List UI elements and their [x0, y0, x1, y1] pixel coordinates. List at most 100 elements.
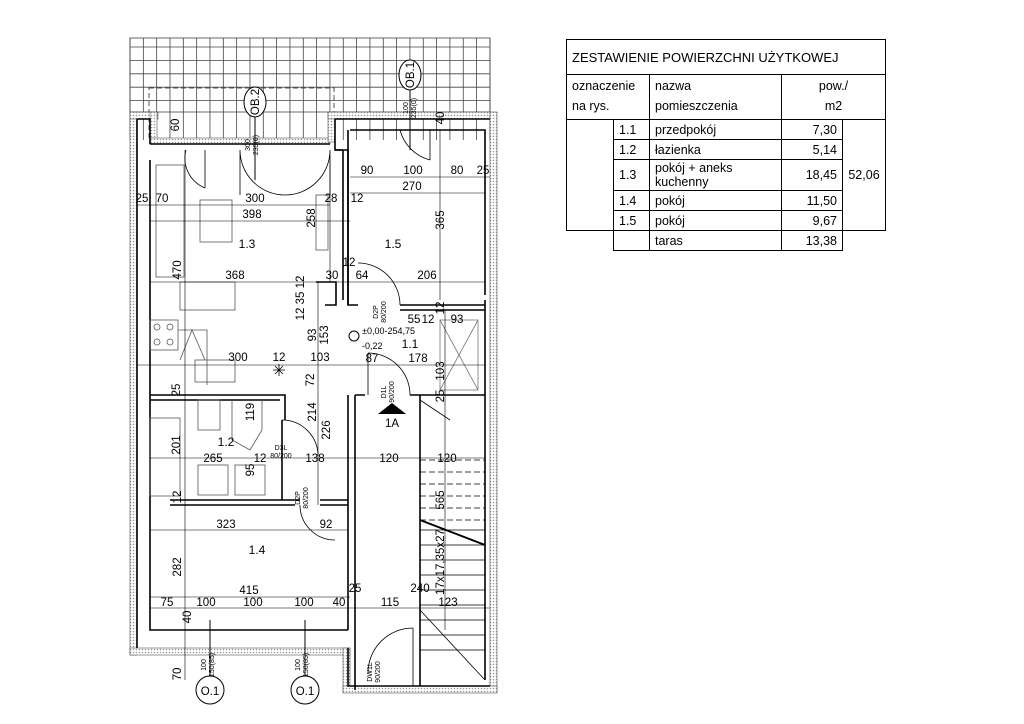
marker-o1-left: O.1	[201, 686, 220, 698]
row-name: pokój	[649, 210, 782, 231]
dim: 323	[216, 519, 235, 531]
dim: 398	[242, 209, 261, 221]
row-name: taras	[649, 230, 782, 251]
dim: 365	[435, 210, 447, 229]
dim: 12	[172, 491, 184, 504]
dim: 92	[320, 519, 333, 531]
door-dw1l-type: DW1L	[367, 662, 374, 682]
dim: 25	[349, 583, 362, 595]
row-name: pokój + aneks kuchenny	[649, 159, 782, 191]
o1-left-width: 100	[201, 659, 208, 671]
ob2-height: 235(0)	[253, 135, 260, 155]
row-id: 1.3	[613, 159, 650, 191]
dim: 12	[435, 302, 447, 315]
fan-icon	[273, 364, 285, 376]
dim: 103	[310, 352, 329, 364]
level-sub: -0,22	[362, 341, 383, 351]
dimension-lines	[137, 130, 490, 680]
row-name: przedpokój	[649, 119, 782, 140]
door-d1l-size: 90/200	[389, 381, 396, 403]
table-row: 1.1 przedpokój 7,30 52,06	[566, 119, 886, 231]
entrance-label: 1A	[385, 418, 399, 430]
area-summary-table: ZESTAWIENIE POWIERZCHNI UŻYTKOWEJ oznacz…	[566, 39, 886, 251]
table-title: ZESTAWIENIE POWIERZCHNI UŻYTKOWEJ	[566, 39, 886, 75]
header-area: pow./ m2	[781, 74, 886, 120]
dim: 103	[435, 361, 447, 380]
ob2-width: 300	[245, 139, 252, 151]
door-dw1l-size: 90/200	[375, 661, 382, 683]
dim: 123	[438, 597, 457, 609]
dim: 64	[356, 270, 369, 282]
row-id: 1.4	[613, 190, 650, 211]
dim: 214	[307, 402, 319, 422]
ob1-width: 100	[403, 102, 410, 114]
door-d3l-size: 80/200	[270, 453, 292, 460]
dim: 12	[422, 314, 435, 326]
dim: 40	[333, 597, 346, 609]
dim: 90	[361, 165, 374, 177]
dim: 115	[381, 597, 399, 609]
header-mark-line2: na rys.	[572, 99, 610, 113]
dim: 138	[305, 453, 324, 465]
dim: 100	[243, 597, 262, 609]
dim: 100	[403, 165, 422, 177]
staircase	[419, 319, 486, 681]
room-label-1-1: 1.1	[402, 337, 419, 351]
row-area: 11,50	[781, 190, 843, 211]
dim: 565	[435, 490, 447, 509]
dim: 100	[196, 597, 215, 609]
o1-left-height: 150(85)	[209, 653, 216, 677]
marker-ob1: OB.1	[405, 62, 417, 88]
dim: 75	[161, 597, 174, 609]
dim: 120	[437, 453, 456, 465]
dim: 368	[225, 270, 244, 282]
dim: 282	[172, 557, 184, 576]
row-id	[613, 230, 650, 251]
header-name: nazwa pomieszczenia	[649, 74, 782, 120]
dim: 72	[305, 374, 317, 387]
dim: 240	[410, 583, 429, 595]
row-name: pokój	[649, 190, 782, 211]
level-main: ±0,00-254,75	[362, 326, 415, 336]
dim: 25	[136, 193, 149, 205]
dim: 40	[182, 611, 194, 624]
marker-o1-right: O.1	[296, 686, 315, 698]
row-area: 13,38	[781, 230, 843, 251]
o1-right-height: 150(85)	[303, 653, 310, 677]
dim: 12 35 12	[295, 276, 307, 321]
room-label-1-5: 1.5	[385, 237, 402, 251]
dim: 206	[417, 270, 436, 282]
total-area: 52,06	[842, 119, 886, 231]
dim: 415	[239, 585, 258, 597]
header-area-line1: pow./	[818, 79, 849, 93]
ob1-height: 235(0)	[411, 98, 418, 118]
stairs-spec: 17x17,35x27	[435, 529, 447, 595]
header-mark-line1: oznaczenie	[572, 79, 636, 93]
room-label-1-2: 1.2	[218, 435, 235, 449]
dim: 25	[435, 390, 447, 403]
dim: 178	[408, 353, 427, 365]
row-id: 1.5	[613, 210, 650, 231]
dim: 300	[228, 352, 247, 364]
dim: 30	[326, 270, 339, 282]
row-area: 9,67	[781, 210, 843, 231]
dim: 87	[366, 353, 379, 365]
room-label-1-4: 1.4	[249, 543, 266, 557]
row-id: 1.2	[613, 139, 650, 160]
dim: 12	[254, 453, 267, 465]
dim: 12	[351, 193, 364, 205]
blank-cell	[566, 119, 614, 231]
blank-cell	[843, 231, 886, 251]
dim: 60	[170, 119, 182, 132]
row-area: 7,30	[781, 119, 843, 140]
row-area: 5,14	[781, 139, 843, 160]
dim: 120	[379, 453, 398, 465]
walls	[136, 118, 490, 690]
o1-right-width: 100	[295, 659, 302, 671]
header-area-line2: m2	[824, 99, 843, 113]
row-area: 18,45	[781, 159, 843, 191]
